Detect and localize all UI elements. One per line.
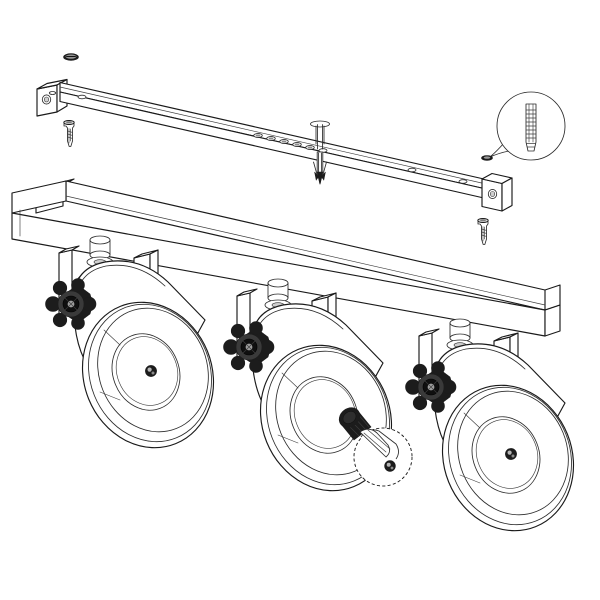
spotlight-head-right [405, 318, 575, 532]
bulb-retaining-screw [145, 365, 157, 377]
base-plate-end-cap [11, 180, 67, 214]
bulb-retaining-screw [505, 448, 517, 460]
bulb-retaining-screw [384, 460, 396, 472]
bracket-slot-holes [77, 94, 468, 184]
screw-left [63, 120, 75, 147]
reflector-bulb[interactable] [335, 404, 413, 487]
small-screw-head [63, 53, 79, 61]
spotlight-head-center [236, 278, 413, 492]
mounting-bracket-bar [36, 78, 513, 212]
adjustment-knob[interactable] [405, 361, 457, 413]
bracket-end-tab-right [481, 172, 513, 212]
base-plate [11, 178, 561, 337]
screw-right [477, 218, 489, 245]
adjustment-knob[interactable] [45, 278, 97, 330]
spotlight-head-left [45, 235, 215, 449]
spotlight-reflector [289, 376, 359, 454]
adjustment-knob[interactable] [223, 321, 275, 373]
screw-center [310, 120, 330, 185]
cable-grommet [446, 318, 474, 351]
wall-plug [525, 103, 537, 152]
callout-bubble [481, 91, 566, 161]
